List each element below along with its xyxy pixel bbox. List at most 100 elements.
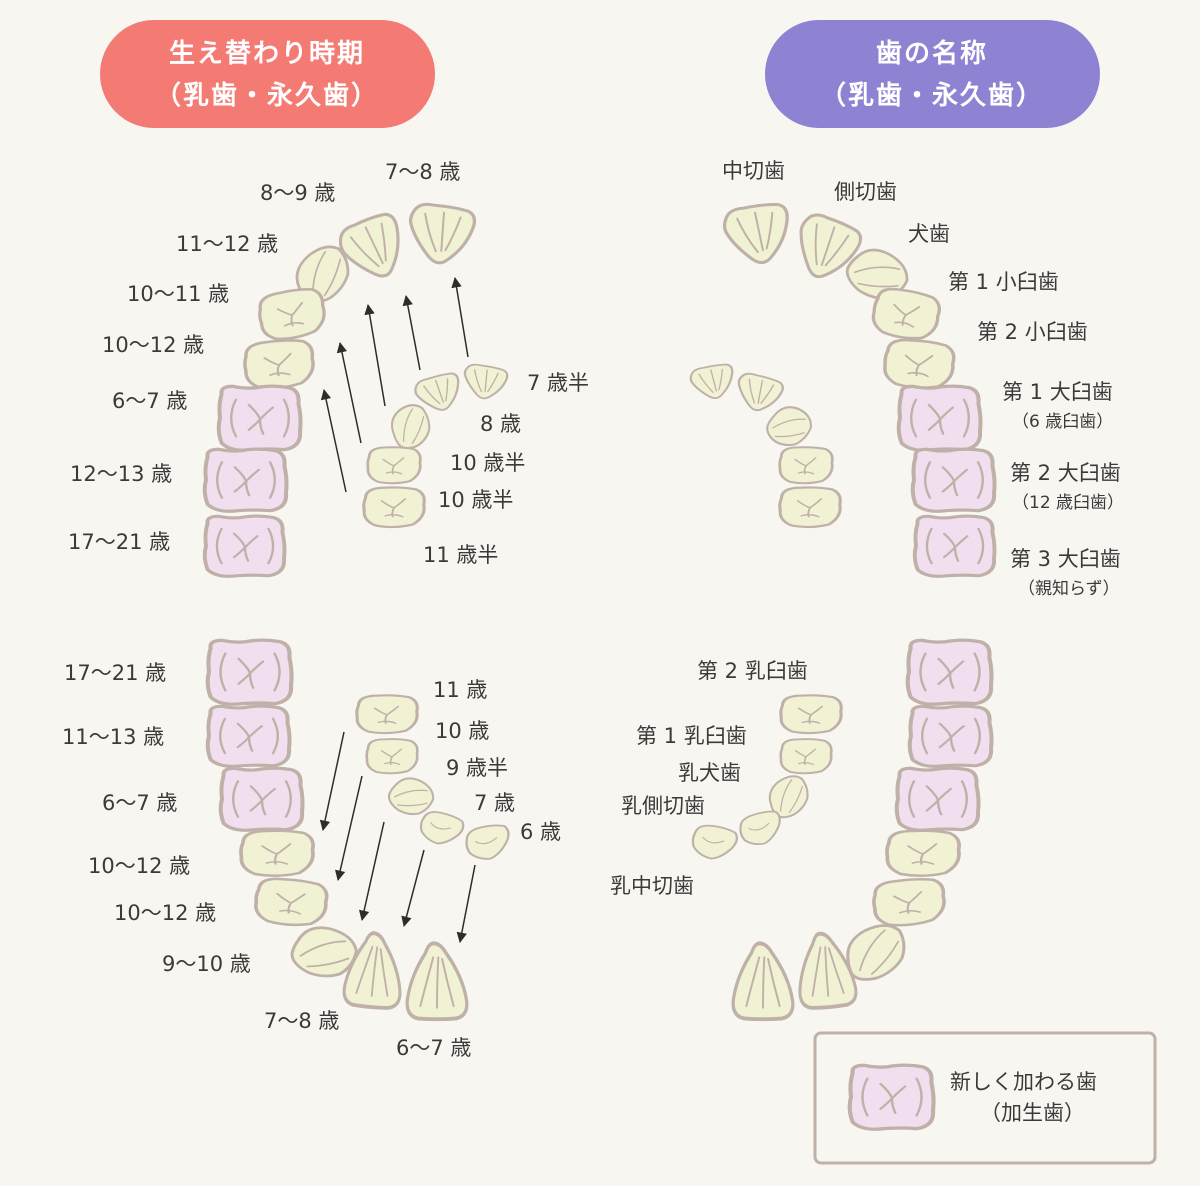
- tooth: [387, 777, 435, 816]
- arrow: [456, 864, 476, 944]
- upper-right-permanent-arch: [722, 203, 997, 578]
- tooth-groove: [265, 860, 289, 865]
- tooth-groove: [434, 379, 445, 403]
- name-primary-molar2: 第 2 乳臼歯: [697, 659, 808, 683]
- arrow: [320, 388, 347, 493]
- tooth-groove: [284, 780, 292, 818]
- name-primary-lateral: 乳側切歯: [621, 794, 705, 818]
- tooth: [205, 704, 292, 768]
- tooth: [405, 941, 469, 1022]
- name-canine: 犬歯: [908, 222, 950, 246]
- arrow: [336, 341, 362, 444]
- tooth-groove: [287, 902, 292, 914]
- tooth-groove: [391, 465, 395, 475]
- tooth: [390, 404, 431, 450]
- tooth-body: [465, 824, 510, 860]
- tooth-groove: [236, 725, 264, 749]
- tooth-groove: [879, 1085, 907, 1110]
- tooth-groove: [383, 762, 401, 765]
- label-upper-primary-lateral: 8 歳: [480, 412, 521, 436]
- tooth-groove: [870, 940, 900, 975]
- tooth-groove: [808, 714, 812, 724]
- tooth: [202, 447, 289, 513]
- legend-line1: 新しく加わる歯: [950, 1070, 1097, 1094]
- tooth-groove: [927, 406, 955, 431]
- label-upper-premolar2: 10〜12 歳: [102, 333, 204, 357]
- tooth-groove: [772, 418, 807, 429]
- tooth-groove: [801, 720, 821, 724]
- name-premolar1: 第 1 小臼歯: [948, 270, 1059, 294]
- tooth-groove: [858, 929, 886, 972]
- label-lower-canine: 9〜10 歳: [162, 952, 251, 976]
- tooth-groove: [942, 535, 969, 559]
- tooth: [419, 811, 465, 845]
- label-lower-molar1: 6〜7 歳: [102, 791, 177, 815]
- header-right-line2: （乳歯・永久歯）: [820, 81, 1044, 111]
- tooth-groove: [797, 762, 815, 765]
- tooth-groove: [780, 779, 793, 812]
- upper-left-primary-arch: [362, 363, 509, 529]
- tooth-groove: [267, 527, 275, 565]
- legend-line2: （加生歯）: [980, 1101, 1085, 1125]
- lower-left-primary-arch: [355, 694, 510, 860]
- tooth-body: [290, 926, 358, 978]
- lower-left-permanent-arch: [205, 638, 469, 1022]
- tooth-groove: [828, 947, 845, 995]
- tooth-body: [766, 406, 812, 447]
- tooth-groove: [487, 372, 499, 392]
- tooth-groove: [973, 652, 981, 692]
- arrow: [451, 276, 469, 358]
- tooth-groove: [219, 717, 227, 755]
- tooth: [766, 406, 812, 447]
- tooth: [779, 694, 843, 735]
- tooth-groove: [249, 787, 277, 812]
- tooth-groove: [937, 660, 965, 685]
- tooth: [905, 638, 994, 706]
- tooth-groove: [807, 507, 811, 518]
- tooth-groove: [350, 236, 380, 268]
- tooth-groove: [861, 1077, 869, 1117]
- tooth-groove: [941, 468, 969, 493]
- name-central: 中切歯: [722, 159, 785, 183]
- tooth-groove: [391, 507, 395, 518]
- tooth: [691, 824, 739, 860]
- label-lower-premolar2: 10〜12 歳: [88, 854, 190, 878]
- tooth: [254, 877, 329, 927]
- tooth-groove: [921, 717, 929, 755]
- tooth-groove: [919, 652, 927, 692]
- tooth-groove: [219, 652, 227, 692]
- tooth-groove: [960, 780, 968, 818]
- name-primary-central: 乳中切歯: [610, 874, 694, 898]
- tooth: [737, 372, 784, 412]
- tooth-groove: [380, 222, 387, 262]
- tooth-body: [691, 824, 739, 860]
- tooth-groove: [924, 461, 932, 499]
- tooth-body: [338, 212, 400, 278]
- tooth-body: [408, 202, 477, 265]
- arrow: [358, 821, 385, 922]
- tooth-groove: [290, 314, 294, 327]
- tooth-groove: [232, 535, 259, 559]
- tooth-groove: [820, 226, 836, 266]
- tooth: [778, 486, 842, 529]
- tooth-groove: [423, 385, 441, 405]
- tooth: [362, 486, 426, 529]
- tooth-body: [737, 372, 784, 412]
- tooth-groove: [702, 836, 725, 844]
- tooth-groove: [925, 527, 933, 565]
- tooth-groove: [268, 461, 276, 499]
- tooth: [872, 877, 946, 927]
- name-molar2: 第 2 大臼歯: [1010, 461, 1121, 485]
- tooth-groove: [698, 373, 714, 393]
- label-lower-central: 6〜7 歳: [396, 1036, 471, 1060]
- label-lower-primary-molar1: 10 歳: [435, 719, 489, 743]
- tooth: [218, 766, 305, 832]
- name-molar3-note: （親知らず）: [1018, 579, 1120, 599]
- tooth-groove: [306, 957, 350, 968]
- label-upper-primary-molar2: 11 歳半: [423, 543, 498, 567]
- tooth: [845, 248, 909, 300]
- tooth-groove: [276, 364, 281, 377]
- lower-right-labels: 第 2 乳臼歯 第 1 乳臼歯 乳犬歯 乳側切歯 乳中切歯: [610, 659, 808, 898]
- tooth: [799, 213, 863, 279]
- tooth-groove: [279, 909, 302, 915]
